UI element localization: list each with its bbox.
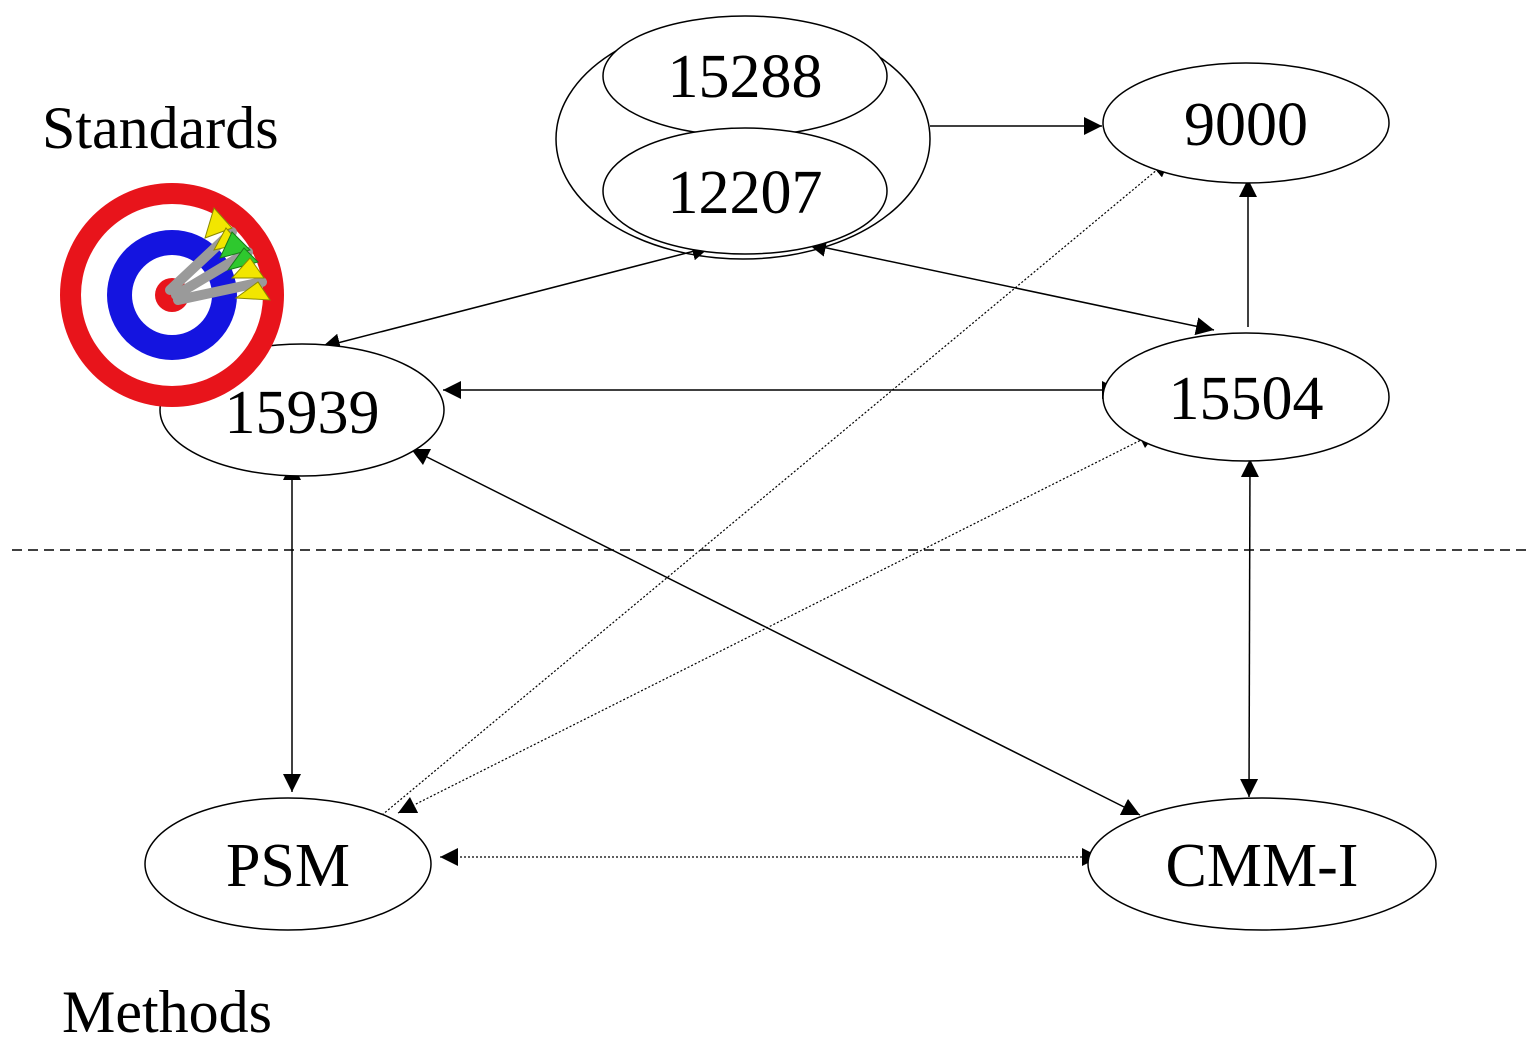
target-icon xyxy=(60,183,284,407)
node-cmmi-label: CMM-I xyxy=(1166,832,1359,900)
edge-12207-15939 xyxy=(321,242,711,352)
node-12207-label: 12207 xyxy=(668,159,823,227)
dart-icon xyxy=(173,257,271,305)
node-15504-label: 15504 xyxy=(1169,365,1324,433)
node-9000-shape xyxy=(1102,62,1390,184)
node-psm[interactable]: PSM xyxy=(144,797,432,931)
node-12207[interactable]: 12207 xyxy=(602,127,888,255)
node-9000-label: 9000 xyxy=(1184,91,1308,159)
node-15288[interactable]: 15288 xyxy=(602,15,888,137)
standards-label: Standards xyxy=(42,95,279,161)
dart-icon xyxy=(171,231,259,300)
node-cmmi[interactable]: CMM-I xyxy=(1087,797,1437,931)
node-15288-label: 15288 xyxy=(668,43,823,111)
edge-12207-15504 xyxy=(807,238,1215,336)
node-15504[interactable]: 15504 xyxy=(1102,332,1390,462)
node-cmmi-shape xyxy=(1087,797,1437,931)
node-psm-shape xyxy=(144,797,432,931)
node-9000[interactable]: 9000 xyxy=(1102,62,1390,184)
edge-15939-cmmi xyxy=(410,448,1141,816)
node-15939-label: 15939 xyxy=(225,379,380,447)
edge-15504-cmmi xyxy=(1240,458,1259,798)
methods-label: Methods xyxy=(62,979,272,1038)
node-15504-shape xyxy=(1102,332,1390,462)
edge-psm-15504 xyxy=(397,431,1158,814)
node-psm-label: PSM xyxy=(226,832,350,900)
node-12207-shape xyxy=(602,127,888,255)
